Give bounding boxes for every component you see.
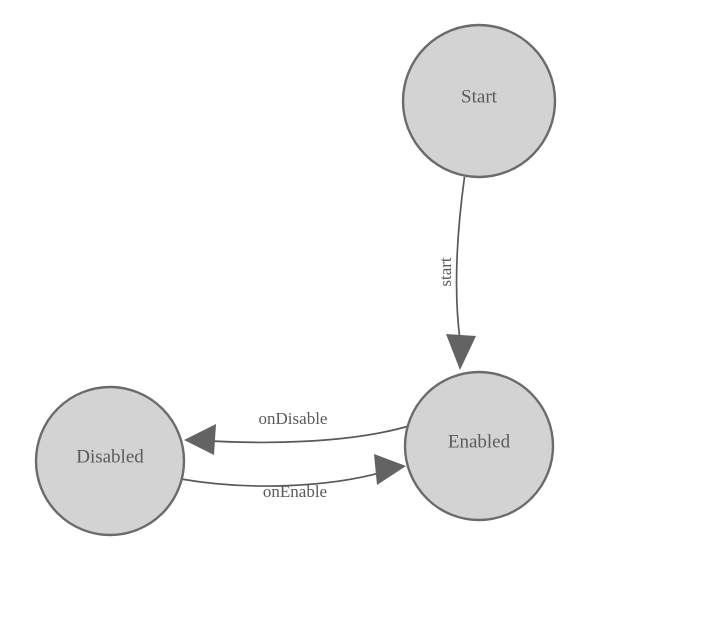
state-node-disabled-label: Disabled — [76, 446, 144, 467]
edge-start-to-enabled-path — [455, 176, 466, 341]
edge-enabled-to-disabled-path — [195, 425, 410, 444]
state-node-start-label: Start — [461, 86, 498, 107]
edge-disabled-to-enabled[interactable]: onEnable — [180, 454, 406, 501]
edge-enabled-to-disabled-arrowhead-icon — [184, 424, 216, 455]
edge-label-start: start — [436, 257, 455, 287]
edge-disabled-to-enabled-arrowhead-icon — [374, 454, 406, 485]
edge-disabled-to-enabled-path — [180, 471, 384, 487]
edge-start-to-enabled[interactable]: start — [436, 176, 476, 370]
state-node-enabled-circle — [403, 370, 555, 522]
state-node-start[interactable]: Start — [401, 23, 557, 179]
edge-label-on-disable: onDisable — [259, 409, 328, 428]
edge-label-on-enable: onEnable — [263, 482, 327, 501]
edge-enabled-to-disabled[interactable]: onDisable — [184, 409, 410, 455]
state-node-start-circle — [401, 23, 557, 179]
state-node-disabled-circle — [34, 385, 186, 537]
state-node-enabled-label: Enabled — [448, 431, 511, 452]
state-node-enabled[interactable]: Enabled — [403, 370, 555, 522]
edge-start-to-enabled-arrowhead-icon — [446, 334, 476, 370]
state-node-disabled[interactable]: Disabled — [34, 385, 186, 537]
